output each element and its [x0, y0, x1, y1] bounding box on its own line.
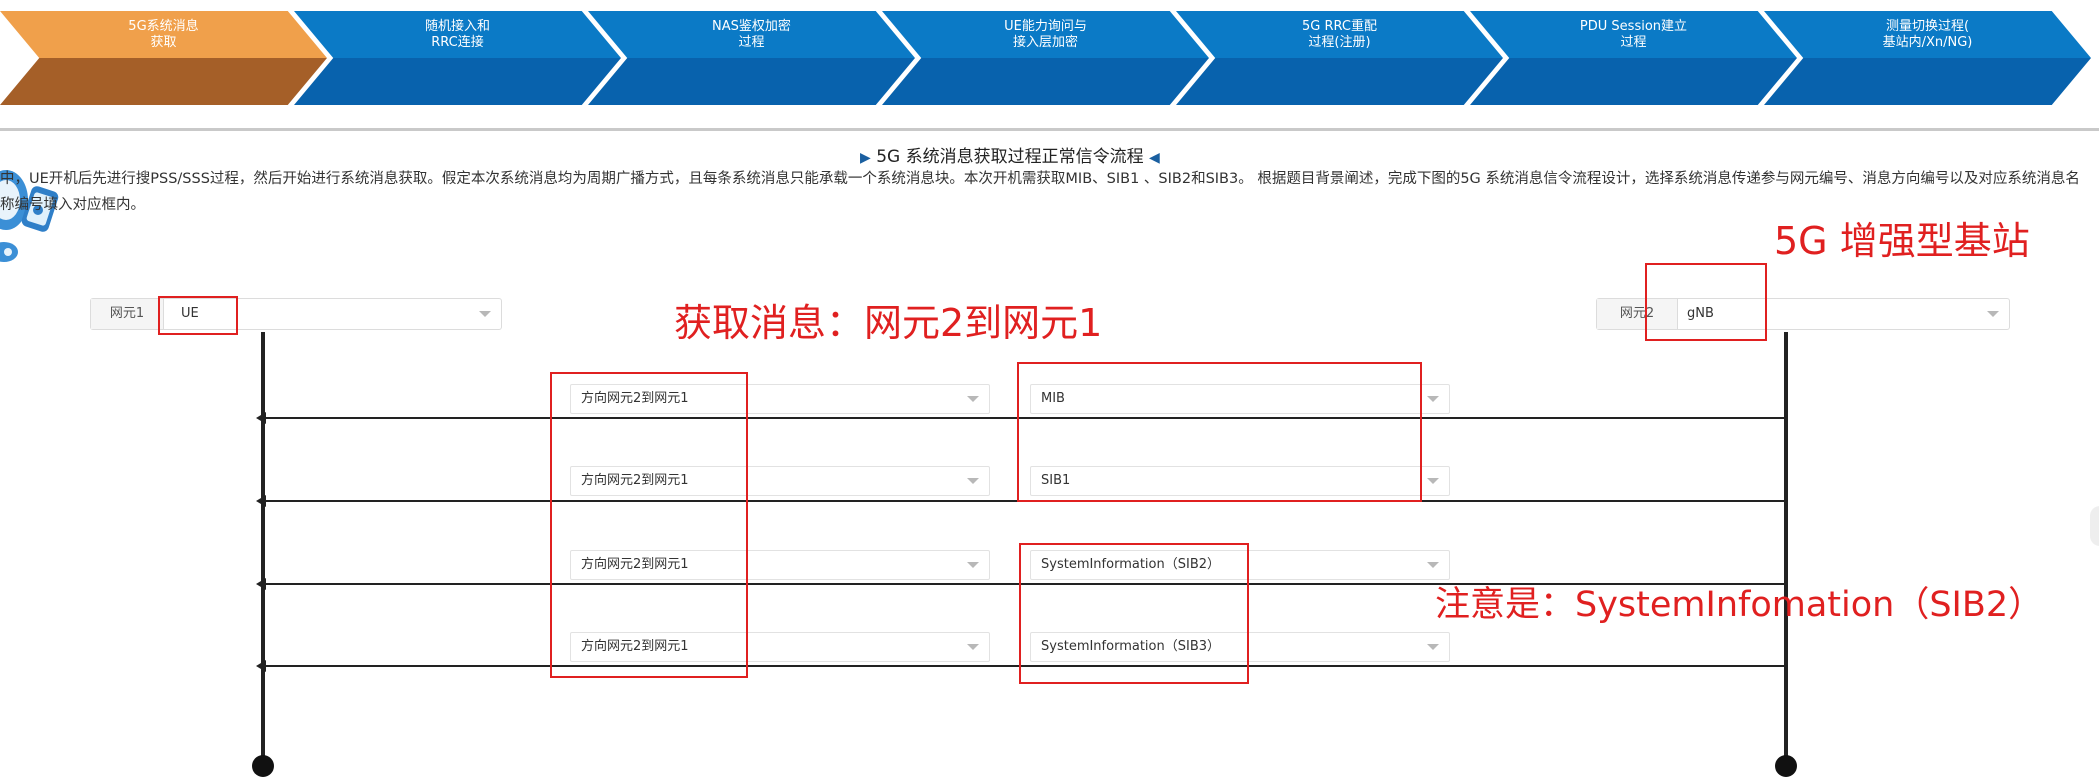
direction-select[interactable]: 方向网元2到网元1	[570, 384, 990, 414]
message-name-value: MIB	[1041, 391, 1065, 406]
message-name-select[interactable]: SystemInformation（SIB3）	[1030, 632, 1450, 662]
step-label: PDU Session建立 过程	[1579, 19, 1688, 50]
step-random-access[interactable]: 随机接入和 RRC连接	[294, 11, 621, 105]
chevron-down-icon	[479, 311, 491, 317]
message-name-select[interactable]: SIB1	[1030, 466, 1450, 496]
annotation-note: 注意是：SystemInfomation（SIB2）	[1435, 585, 2044, 625]
arrow-left-icon	[256, 578, 266, 590]
direction-value: 方向网元2到网元1	[581, 391, 689, 406]
process-step-bar: 5G系统消息 获取 随机接入和 RRC连接 NAS鉴权加密 过程 UE能力询问与…	[0, 0, 2099, 130]
side-scroll-handle[interactable]	[2090, 506, 2099, 546]
highlight-ne1	[158, 296, 238, 335]
flow-description: 中，UE开机后先进行搜PSS/SSS过程，然后开始进行系统消息获取。假定本次系统…	[0, 171, 2080, 213]
step-system-info[interactable]: 5G系统消息 获取	[0, 11, 327, 105]
arrow-left-icon	[256, 660, 266, 672]
highlight-direction-column	[550, 372, 748, 678]
highlight-sib2-sib3	[1019, 543, 1249, 684]
step-label: NAS鉴权加密 过程	[712, 19, 791, 50]
robot-mascot-icon	[0, 140, 70, 280]
highlight-ne2	[1645, 263, 1767, 341]
step-label: 随机接入和 RRC连接	[424, 19, 490, 50]
highlight-mib-sib1	[1017, 362, 1422, 502]
message-arrow-line	[262, 583, 1786, 585]
annotation-enhanced-gnb: 5G 增强型基站	[1774, 219, 2030, 263]
step-ue-capability[interactable]: UE能力询问与 接入层加密	[882, 11, 1209, 105]
step-label: 测量切换过程( 基站内/Xn/NG)	[1882, 19, 1973, 50]
triangle-left-icon: ◀	[1149, 150, 1160, 166]
ne1-tag: 网元1	[91, 299, 164, 329]
step-pdu-session[interactable]: PDU Session建立 过程	[1470, 11, 1797, 105]
ue-lifeline	[261, 332, 265, 762]
ne2-tag: 网元2	[1597, 299, 1678, 329]
chevron-down-icon	[1427, 562, 1439, 568]
chevron-down-icon	[967, 644, 979, 650]
step-rrc-reconfig[interactable]: 5G RRC重配 过程(注册)	[1176, 11, 1503, 105]
chevron-down-icon	[1427, 478, 1439, 484]
arrow-left-icon	[256, 495, 266, 507]
arrow-left-icon	[256, 412, 266, 424]
direction-select[interactable]: 方向网元2到网元1	[570, 466, 990, 496]
step-nas-auth[interactable]: NAS鉴权加密 过程	[588, 11, 915, 105]
step-label: UE能力询问与 接入层加密	[1004, 19, 1087, 50]
message-arrow-line	[262, 665, 1786, 667]
step-handover[interactable]: 测量切换过程( 基站内/Xn/NG)	[1764, 11, 2091, 105]
step-label: 5G RRC重配 过程(注册)	[1301, 19, 1377, 50]
message-name-value: SystemInformation（SIB2）	[1041, 557, 1221, 572]
chevron-down-icon	[1427, 396, 1439, 402]
chevron-down-icon	[967, 478, 979, 484]
message-name-select[interactable]: MIB	[1030, 384, 1450, 414]
ne1-value: UE	[181, 306, 199, 321]
chevron-down-icon	[967, 396, 979, 402]
direction-value: 方向网元2到网元1	[581, 557, 689, 572]
chevron-down-icon	[967, 562, 979, 568]
direction-value: 方向网元2到网元1	[581, 639, 689, 654]
annotation-get-message: 获取消息：网元2到网元1	[674, 301, 1103, 345]
flow-title-text: 5G 系统消息获取过程正常信令流程	[876, 147, 1144, 167]
chevron-down-icon	[1427, 644, 1439, 650]
gnb-lifeline-end	[1775, 755, 1797, 777]
step-label: 5G系统消息 获取	[128, 19, 199, 50]
direction-select[interactable]: 方向网元2到网元1	[570, 550, 990, 580]
message-name-value: SIB1	[1041, 473, 1071, 488]
message-name-select[interactable]: SystemInformation（SIB2）	[1030, 550, 1450, 580]
direction-select[interactable]: 方向网元2到网元1	[570, 632, 990, 662]
ne1-select[interactable]: 网元1 UE	[90, 298, 502, 330]
gnb-lifeline	[1784, 332, 1788, 762]
divider	[0, 128, 2099, 131]
ne2-value: gNB	[1687, 306, 1714, 321]
ue-lifeline-end	[252, 755, 274, 777]
direction-value: 方向网元2到网元1	[581, 473, 689, 488]
flow-title: ▶ 5G 系统消息获取过程正常信令流程 ◀	[860, 142, 1160, 167]
triangle-right-icon: ▶	[860, 150, 871, 166]
ne2-select[interactable]: 网元2 gNB	[1596, 298, 2010, 330]
chevron-down-icon	[1987, 311, 1999, 317]
message-arrow-line	[262, 417, 1786, 419]
message-name-value: SystemInformation（SIB3）	[1041, 639, 1221, 654]
